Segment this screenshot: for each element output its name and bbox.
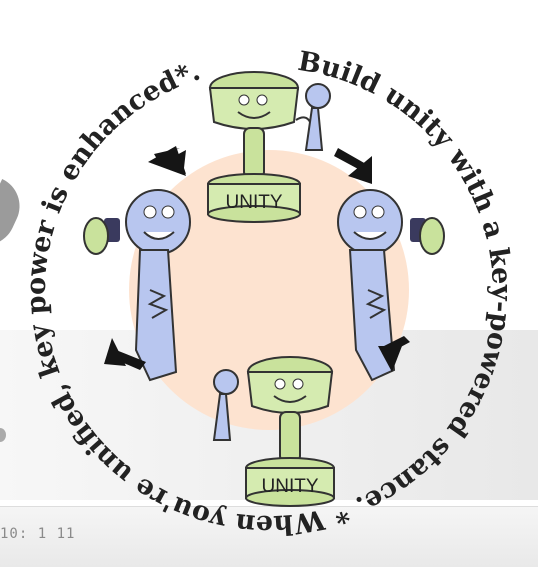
unity-label-bottom: UNITY (262, 476, 319, 497)
arrow-bottom-left-head (104, 338, 126, 366)
unity-label-top: UNITY (226, 192, 283, 213)
trophy-bottom: UNITY (214, 357, 334, 506)
arrow-top-left-head (148, 146, 186, 176)
